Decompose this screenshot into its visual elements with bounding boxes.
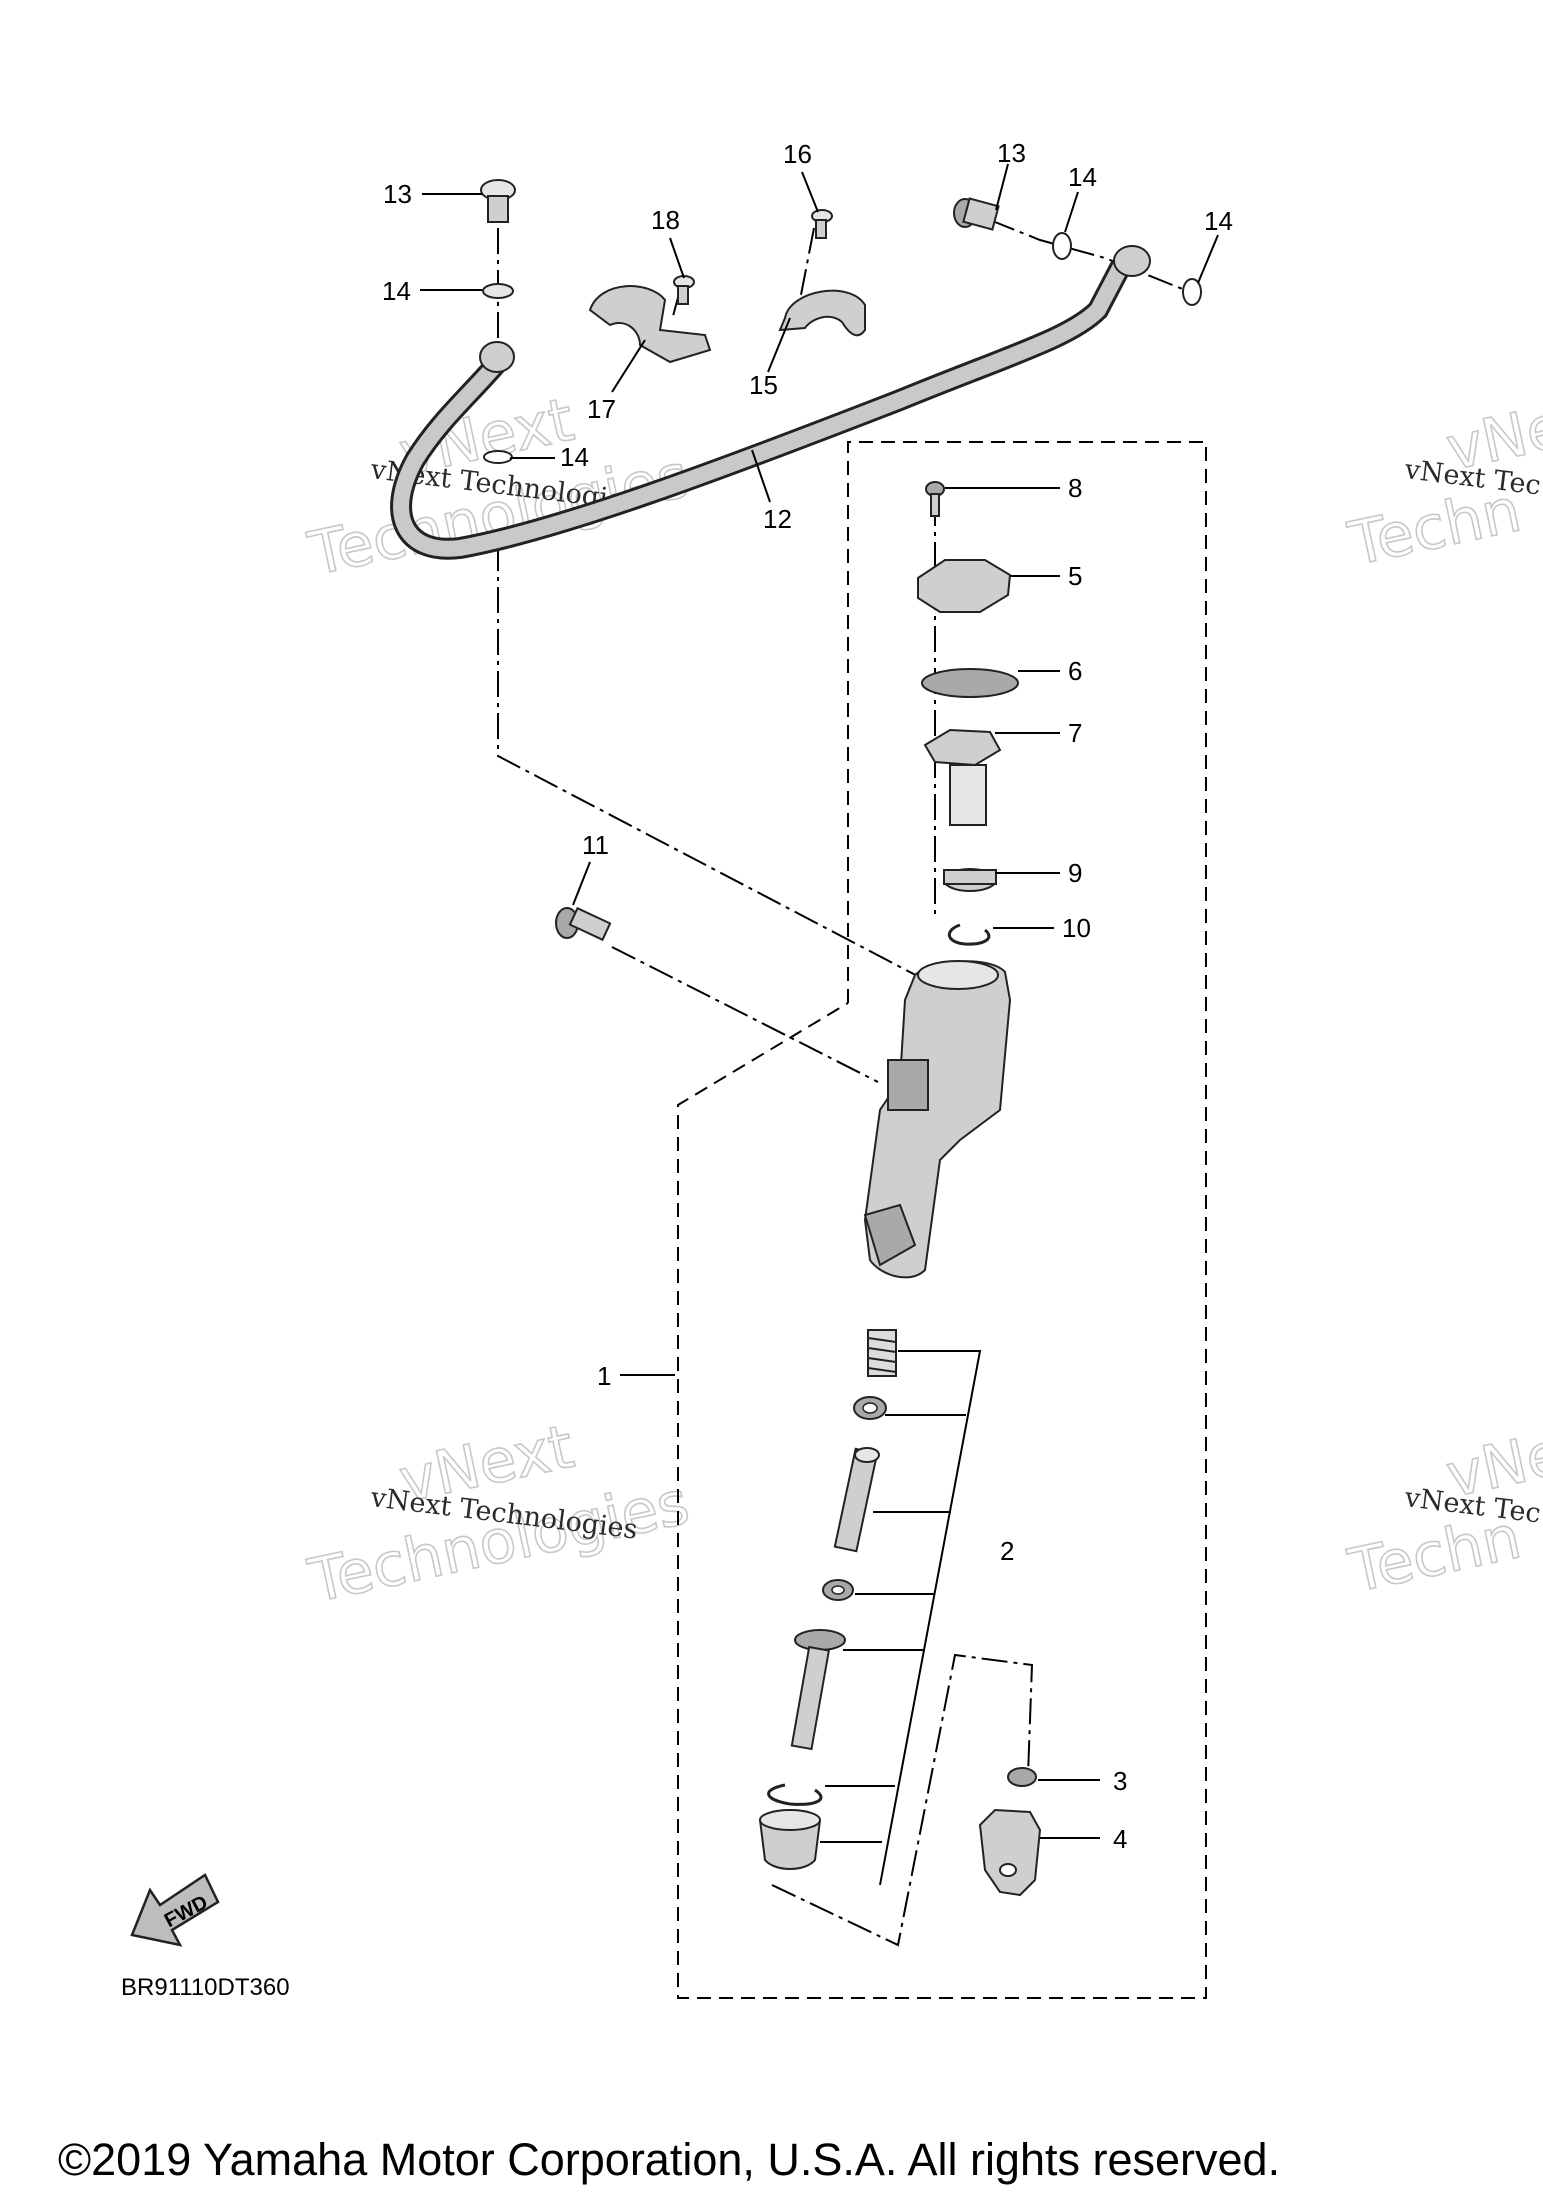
brake-hose <box>390 245 1151 560</box>
callout-16: 16 <box>783 139 812 169</box>
callout-3: 3 <box>1113 1766 1127 1796</box>
clevis-guide <box>771 1653 1034 1947</box>
union-bolt-13-right <box>953 197 1000 231</box>
union-bolt-13-left <box>480 179 516 223</box>
bolt-11-guide <box>611 946 879 1083</box>
callout-8: 8 <box>1068 473 1082 503</box>
kit-2-bracket <box>820 1350 982 1886</box>
copper-washer-14-right-b <box>1182 278 1202 306</box>
hose-clamp-17 <box>588 285 712 364</box>
hose-to-body-guide <box>497 545 926 981</box>
callout-9: 9 <box>1068 858 1082 888</box>
callout-12: 12 <box>763 504 792 534</box>
bolt-11 <box>555 906 612 942</box>
callout-7: 7 <box>1068 718 1082 748</box>
clevis-4 <box>978 1808 1042 1897</box>
callout-10: 10 <box>1062 913 1091 943</box>
callout-14d: 14 <box>560 442 589 472</box>
watermark-group-3: vNe Techn vNext Tec <box>1342 391 1543 581</box>
float-9 <box>943 868 997 892</box>
nut-3 <box>1007 1767 1037 1787</box>
bolt-18 <box>673 275 695 305</box>
master-cylinder-body <box>863 960 1012 1279</box>
bolt-16 <box>811 209 833 239</box>
screw-8 <box>925 481 945 517</box>
callout-13b: 13 <box>997 138 1026 168</box>
callout-18: 18 <box>651 205 680 235</box>
diaphragm-7 <box>923 728 1002 826</box>
banjo-13-guide <box>989 219 1186 291</box>
watermark-group-2: vNext Technologies vNext Technologies <box>302 1411 696 1618</box>
cup-seal-a <box>853 1396 887 1420</box>
circlip-10 <box>947 923 991 946</box>
copper-washer-14-mid <box>483 450 513 464</box>
callout-2: 2 <box>1000 1536 1014 1566</box>
assembly-box-upper <box>677 441 1207 1999</box>
fwd-arrow-icon: FWD <box>130 1873 220 1947</box>
leader-lines <box>420 163 1219 1839</box>
callout-1: 1 <box>597 1361 611 1391</box>
push-rod <box>790 1629 846 1751</box>
cup-seal-b <box>822 1579 854 1601</box>
bolt-16-guide <box>799 227 815 301</box>
hose-clamp-15 <box>778 289 866 337</box>
callout-5: 5 <box>1068 561 1082 591</box>
diaphragm-plate-6 <box>921 668 1019 698</box>
callout-17: 17 <box>587 394 616 424</box>
callout-6: 6 <box>1068 656 1082 686</box>
callout-14b: 14 <box>1068 162 1097 192</box>
copper-washer-14-right-a <box>1052 232 1072 260</box>
piston <box>833 1447 880 1553</box>
diagram-code: BR91110DT360 <box>121 1974 290 2001</box>
callout-labels: 13 14 13 14 14 16 18 17 15 14 12 8 5 6 7… <box>382 138 1233 1854</box>
watermark-group-4: vNe Techn vNext Tec <box>1342 1418 1543 1608</box>
callout-14a: 14 <box>382 276 411 306</box>
reservoir-cap-5 <box>917 559 1012 613</box>
spring <box>867 1329 897 1377</box>
callout-13a: 13 <box>383 179 412 209</box>
callout-15: 15 <box>749 370 778 400</box>
copyright-notice: ©2019 Yamaha Motor Corporation, U.S.A. A… <box>58 2134 1281 2185</box>
copper-washer-14-top-left <box>482 283 514 299</box>
circlip-lower <box>767 1783 823 1806</box>
callout-14c: 14 <box>1204 206 1233 236</box>
callout-11: 11 <box>582 830 609 860</box>
boot <box>758 1809 822 1870</box>
callout-4: 4 <box>1113 1824 1127 1854</box>
